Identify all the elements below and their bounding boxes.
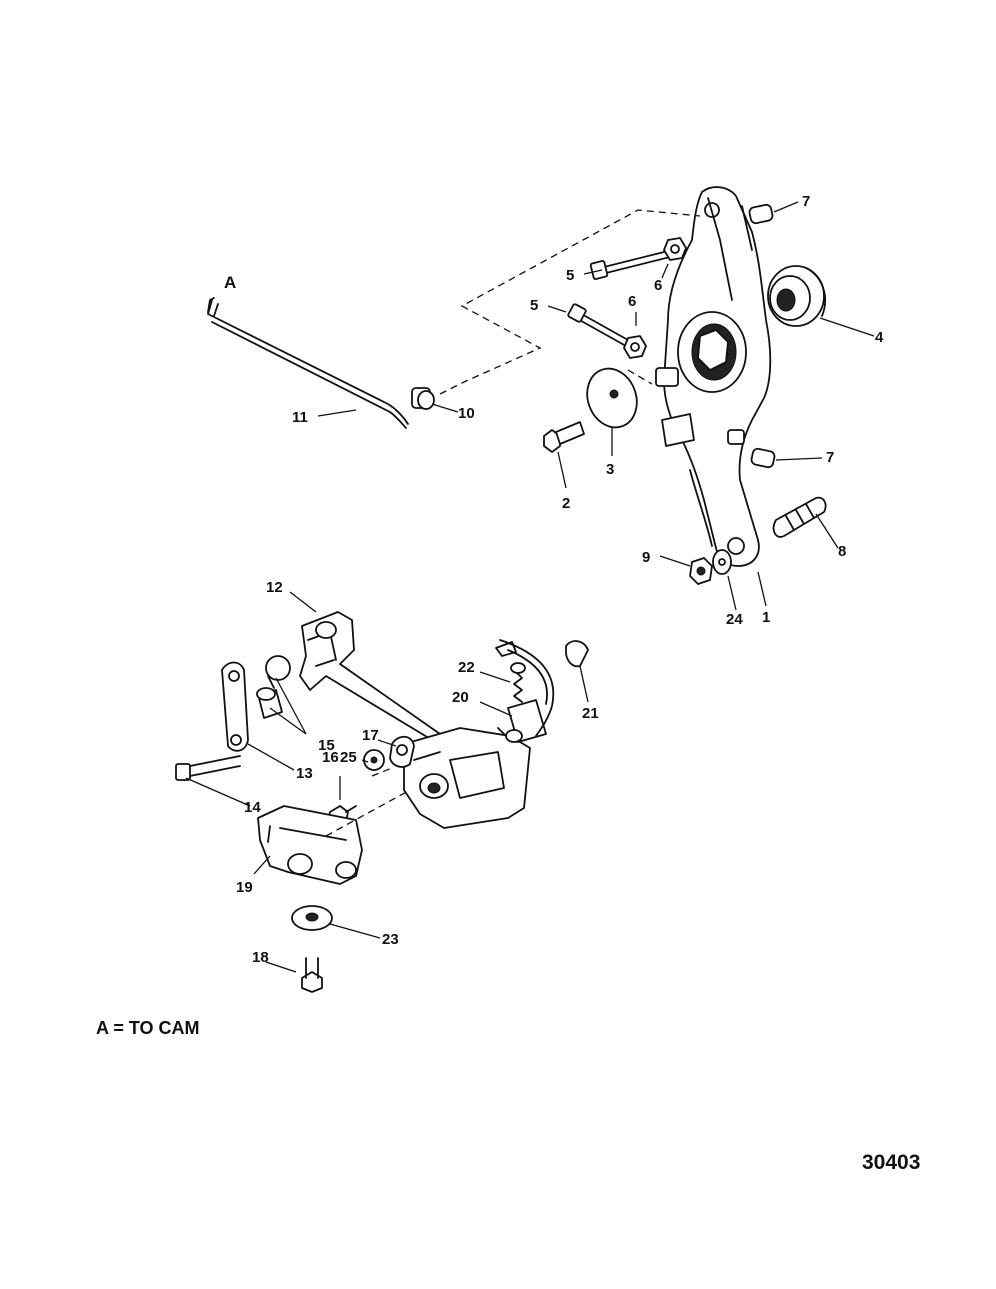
control-link	[221, 661, 249, 752]
sensor-spring	[510, 662, 526, 703]
callout-20: 20	[452, 689, 469, 706]
callout-6-upper: 6	[654, 277, 662, 294]
callout-11: 11	[292, 409, 308, 426]
washer-23	[291, 905, 333, 931]
throttle-lever	[257, 805, 363, 885]
callout-22: 22	[458, 659, 475, 676]
callout-2: 2	[562, 495, 570, 512]
bushing-15a	[265, 655, 291, 689]
callout-12: 12	[266, 579, 283, 596]
rod-end-fitting	[411, 387, 435, 410]
callout-14: 14	[244, 799, 261, 816]
leader-lines	[185, 201, 875, 973]
callout-8: 8	[838, 543, 846, 560]
assembly-guide-line-2	[627, 369, 653, 385]
link-rod	[207, 297, 409, 429]
callout-5-lower: 5	[530, 297, 538, 314]
nut-upper	[663, 237, 687, 261]
long-bolt	[175, 755, 241, 781]
callout-3: 3	[606, 461, 614, 478]
callout-16: 16	[322, 749, 339, 766]
callout-17: 17	[362, 727, 379, 744]
callout-6-lower: 6	[628, 293, 636, 310]
nut-lower	[623, 335, 647, 359]
lower-guide-line	[325, 789, 411, 837]
bolt-shoulder	[543, 421, 585, 453]
reference-note: A = TO CAM	[96, 1018, 200, 1038]
figure-number: 30403	[862, 1151, 921, 1174]
callout-4: 4	[875, 329, 884, 346]
roller	[767, 265, 827, 327]
screw-lower	[567, 303, 629, 347]
cable-clamp	[389, 735, 415, 768]
assembly-guide-line	[439, 209, 701, 395]
stud	[772, 496, 827, 538]
callout-5-upper: 5	[566, 267, 574, 284]
callout-23: 23	[382, 931, 399, 948]
wire-clip	[565, 640, 589, 668]
callout-7-upper: 7	[802, 193, 810, 210]
throttle-bracket	[299, 611, 459, 753]
callout-25: 25	[340, 749, 357, 766]
bushing-lower	[750, 447, 776, 469]
throttle-arm	[655, 186, 772, 567]
callout-9: 9	[642, 549, 650, 566]
sensor-leads	[495, 639, 555, 737]
sensor-switch	[497, 699, 547, 743]
callout-19: 19	[236, 879, 253, 896]
reference-a-label: A	[224, 273, 236, 292]
washer-large	[586, 367, 638, 429]
callout-1: 1	[762, 609, 770, 626]
callout-7-lower: 7	[826, 449, 834, 466]
callout-13: 13	[296, 765, 313, 782]
screw-upper	[589, 249, 675, 280]
lower-guide-line-2	[371, 767, 393, 777]
nut-lock	[689, 557, 713, 585]
callout-10: 10	[458, 405, 475, 422]
washer-25	[363, 749, 385, 771]
callout-15: 15	[318, 737, 335, 754]
callout-21: 21	[582, 705, 599, 722]
base-plate	[403, 727, 531, 829]
callout-24: 24	[726, 611, 743, 628]
callout-18: 18	[252, 949, 269, 966]
washer-small	[712, 549, 732, 575]
bushing-15b	[256, 687, 283, 719]
screw-18	[301, 957, 323, 993]
bushing-upper	[748, 203, 774, 225]
